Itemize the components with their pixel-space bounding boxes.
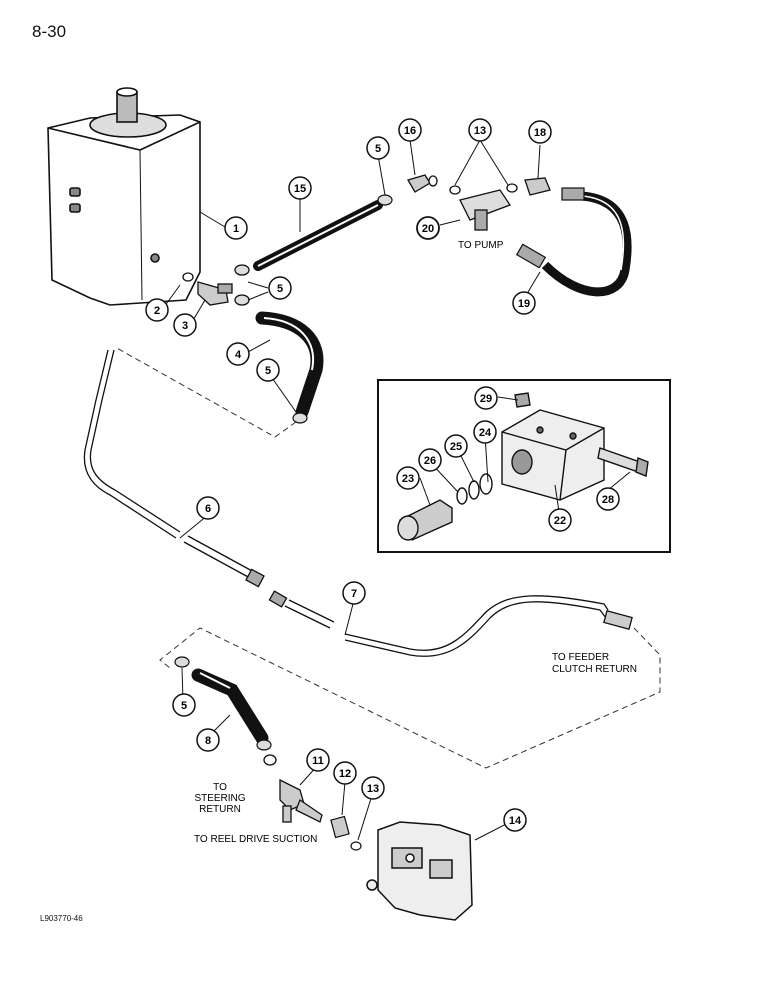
svg-text:25: 25 — [450, 441, 462, 453]
svg-text:4: 4 — [235, 349, 242, 361]
hose-19 — [541, 191, 632, 297]
svg-text:16: 16 — [404, 125, 416, 137]
figure-code: L903770-46 — [40, 914, 83, 923]
callout-28: 28 — [596, 487, 620, 511]
callout-3: 3 — [173, 313, 197, 337]
dashed-connection-lower — [159, 627, 661, 769]
to-feeder-label-line1: TO FEEDER — [552, 652, 609, 663]
to-steering-label-line3: RETURN — [199, 804, 241, 815]
svg-text:15: 15 — [294, 183, 306, 195]
callout-26: 26 — [418, 448, 442, 472]
callout-19: 19 — [512, 291, 536, 315]
to-feeder-label-line2: CLUTCH RETURN — [552, 664, 637, 675]
to-steering-label-line2: STEERING — [194, 793, 245, 804]
svg-text:12: 12 — [339, 768, 351, 780]
svg-text:6: 6 — [205, 503, 211, 515]
callout-11: 11 — [306, 748, 330, 772]
callout-5b: 5 — [268, 276, 292, 300]
fitting-12 — [330, 815, 350, 839]
svg-text:5: 5 — [375, 143, 381, 155]
svg-text:13: 13 — [367, 783, 379, 795]
valve-14 — [366, 821, 473, 921]
page-number: 8-30 — [32, 22, 67, 41]
callout-6: 6 — [196, 496, 220, 520]
svg-text:2: 2 — [154, 305, 160, 317]
svg-text:5: 5 — [265, 365, 271, 377]
svg-text:8: 8 — [205, 735, 211, 747]
callout-13a: 13 — [361, 776, 385, 800]
reservoir-tank — [47, 87, 201, 306]
fittings-near-tank — [182, 264, 250, 306]
svg-text:5: 5 — [181, 700, 187, 712]
to-pump-label: TO PUMP — [458, 240, 504, 251]
upper-fittings — [407, 174, 551, 231]
callout-18: 18 — [528, 120, 552, 144]
svg-text:14: 14 — [509, 815, 522, 827]
svg-text:1: 1 — [233, 223, 239, 235]
svg-text:3: 3 — [182, 320, 188, 332]
svg-text:23: 23 — [402, 473, 414, 485]
callout-13b: 13 — [468, 118, 492, 142]
callout-5a: 5 — [366, 136, 390, 160]
hose-8 — [191, 668, 269, 745]
callout-22: 22 — [548, 508, 572, 532]
callout-1: 1 — [224, 216, 248, 240]
to-reel-drive-label: TO REEL DRIVE SUCTION — [194, 834, 317, 845]
callout-16: 16 — [398, 118, 422, 142]
callout-24: 24 — [473, 420, 497, 444]
callout-8: 8 — [196, 728, 220, 752]
svg-text:28: 28 — [602, 494, 614, 506]
callout-5d: 5 — [172, 693, 196, 717]
callout-7: 7 — [342, 581, 366, 605]
callout-20: 20 — [416, 216, 440, 240]
svg-text:29: 29 — [480, 393, 492, 405]
svg-text:22: 22 — [554, 515, 566, 527]
svg-text:19: 19 — [518, 298, 530, 310]
callout-25: 25 — [444, 434, 468, 458]
callout-5c: 5 — [256, 358, 280, 382]
svg-text:11: 11 — [312, 755, 324, 767]
callout-2: 2 — [145, 298, 169, 322]
svg-text:13: 13 — [474, 125, 486, 137]
inset-parts — [397, 392, 649, 541]
callout-4: 4 — [226, 342, 250, 366]
tube-7 — [268, 590, 633, 657]
callouts: 1 2 3 4 5 5 5 5 6 7 8 11 12 13 14 15 16 … — [145, 118, 620, 832]
callout-14: 14 — [503, 808, 527, 832]
callout-12: 12 — [333, 761, 357, 785]
svg-text:7: 7 — [351, 588, 357, 600]
svg-text:5: 5 — [277, 283, 283, 295]
callout-29: 29 — [474, 386, 498, 410]
callout-15: 15 — [288, 176, 312, 200]
tube-6 — [83, 349, 265, 588]
svg-text:20: 20 — [422, 223, 434, 235]
connection-labels: TO PUMP TO FEEDER CLUTCH RETURN TO STEER… — [194, 240, 637, 845]
inset-box — [377, 379, 671, 553]
to-steering-label-line1: TO — [213, 782, 227, 793]
svg-text:24: 24 — [479, 427, 492, 439]
svg-text:18: 18 — [534, 127, 546, 139]
svg-text:26: 26 — [424, 455, 436, 467]
callout-23: 23 — [396, 466, 420, 490]
fitting-11 — [263, 754, 323, 823]
dashed-connection-upper — [114, 346, 297, 438]
